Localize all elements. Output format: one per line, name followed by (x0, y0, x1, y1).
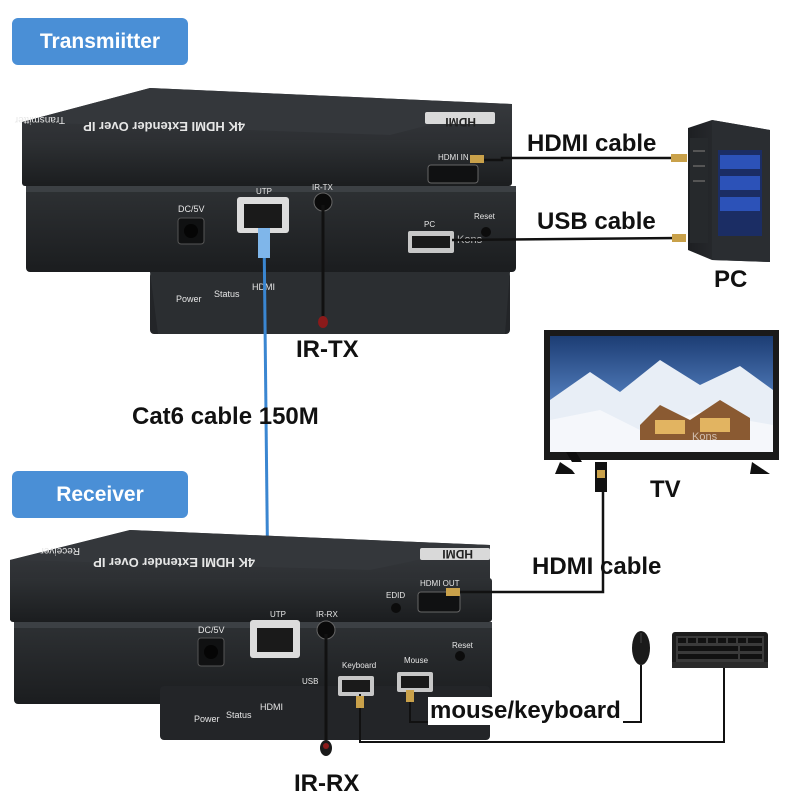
rx-hdmi-logo-text: HDMI (442, 547, 473, 561)
tx-top-face-text: 4K HDMI Extender Over IP (83, 119, 245, 134)
usb-cable (451, 236, 681, 242)
rx-side-text: Receiver (40, 545, 80, 556)
tv-watermark: Kons (692, 431, 718, 443)
tx-led-status: Status (214, 289, 240, 299)
pc-label: PC (714, 266, 748, 293)
keyboard-cable (359, 668, 725, 743)
ir-tx-label: IR-TX (296, 336, 359, 363)
tx-reset-label: Reset (474, 212, 496, 221)
rx-top-face-text: 4K HDMI Extender Over IP (93, 555, 255, 570)
tx-side-text: Transmitter (14, 114, 65, 125)
rx-led-status: Status (226, 710, 252, 720)
cat6-cable-label: Cat6 cable 150M (132, 403, 319, 430)
keyboard-device (672, 632, 768, 668)
tv (544, 330, 779, 492)
tx-hdmi-logo-text: HDMI (445, 115, 476, 129)
rx-utp-port-label: UTP (270, 610, 286, 619)
tx-pc-port-label: PC (424, 220, 435, 229)
usb-cable-label: USB cable (537, 208, 656, 235)
rx-led-power: Power (194, 714, 220, 724)
tx-hdmi-port-label: HDMI IN (438, 153, 469, 162)
mouse-device (632, 631, 650, 665)
pc-tower (688, 120, 770, 262)
tx-dc-port-label: DC/5V (178, 204, 205, 214)
hdmi-cable-top (482, 156, 680, 162)
rx-hdmi-port-label: HDMI OUT (420, 579, 460, 588)
rx-led-hdmi: HDMI (260, 702, 283, 712)
tx-led-power: Power (176, 294, 202, 304)
rx-usb-label: USB (302, 677, 318, 686)
receiver-texts: 4K HDMI Extender Over IP Receiver HDMI E… (40, 545, 474, 724)
tx-ir-port-label: IR-TX (312, 183, 334, 192)
rx-edid-label: EDID (386, 591, 405, 600)
mouse-keyboard-label: mouse/keyboard (428, 697, 623, 725)
tv-label: TV (650, 476, 681, 503)
hdmi-cable-bottom (458, 492, 605, 594)
transmitter-device (22, 88, 516, 334)
rx-ir-port-label: IR-RX (316, 610, 338, 619)
hdmi-cable-bottom-label: HDMI cable (532, 553, 662, 580)
receiver-badge: Receiver (12, 471, 188, 518)
ir-rx-label: IR-RX (294, 770, 360, 797)
tx-utp-port-label: UTP (256, 187, 272, 196)
transmitter-badge: Transmiitter (12, 18, 188, 65)
rx-keyboard-label: Keyboard (342, 661, 376, 670)
transmitter-texts: 4K HDMI Extender Over IP Transmitter HDM… (14, 114, 496, 304)
rx-dc-port-label: DC/5V (198, 625, 225, 635)
rx-mouse-label: Mouse (404, 656, 429, 665)
rx-reset-label: Reset (452, 641, 474, 650)
hdmi-cable-top-label: HDMI cable (527, 130, 657, 157)
